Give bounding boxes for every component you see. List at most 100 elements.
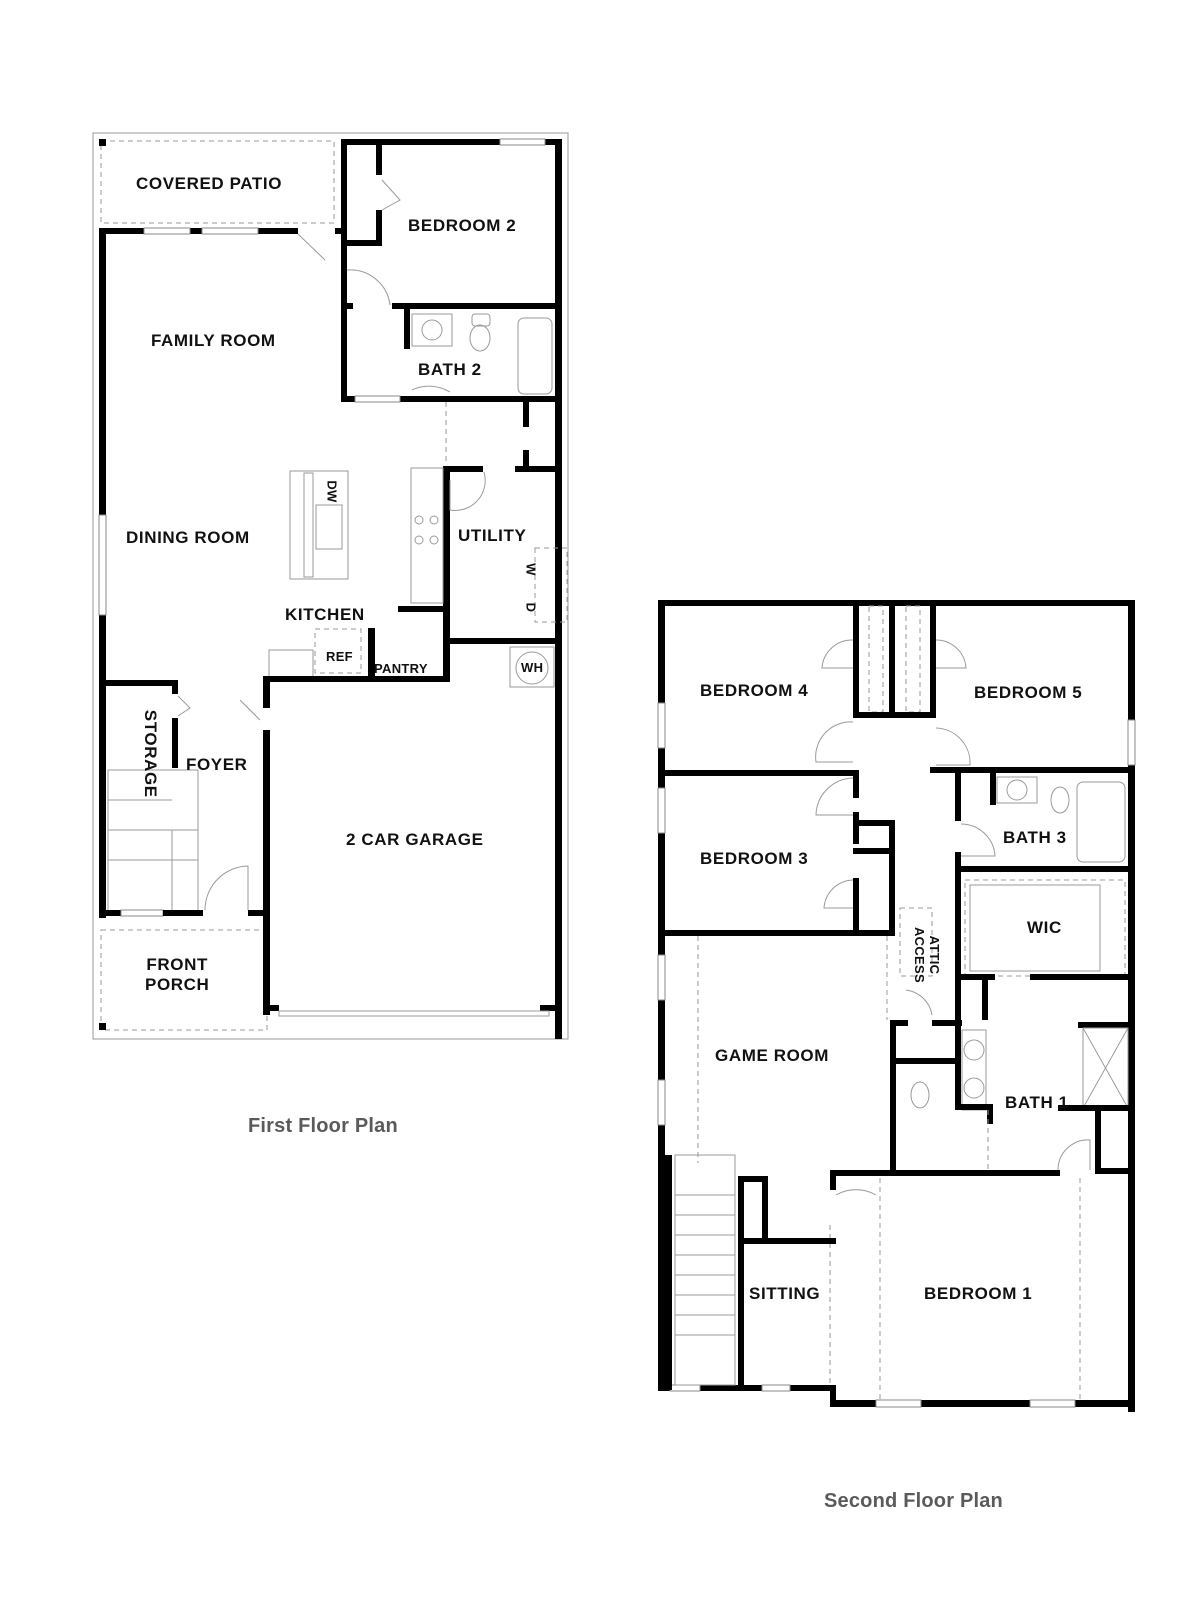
shower-x [1082,1027,1129,1109]
closet-wall [376,139,382,175]
bath2-toilet [469,324,491,352]
room-label-bedroom-5: BEDROOM 5 [974,683,1083,702]
door-swing [815,777,854,816]
bedroom2-west-wall [341,139,347,402]
first-floor-envelope [92,132,569,1040]
toilet [910,1081,930,1109]
water-heater-platform [509,646,555,688]
utility-south-wall [443,638,562,644]
bedroom3-east-wall-a [853,770,859,798]
room-label-bedroom-1: BEDROOM 1 [924,1284,1033,1303]
window [143,227,191,235]
fixture-dishwasher: DW [324,480,340,503]
utility-west-wall [443,468,450,643]
cooktop-burner [429,535,439,545]
north-wall [658,600,1135,606]
room-label-front-porch: FRONT PORCH [145,955,209,994]
garage-jamb-left [263,1005,279,1011]
door-swing [935,639,967,669]
east-wall [1128,600,1135,1412]
door-swing [381,179,401,211]
family-north-wall-c [258,228,298,234]
room-label-bedroom-2: BEDROOM 2 [408,216,517,235]
bath3-south-wall [955,866,1135,872]
bedroom4-south-wall [658,770,858,776]
foyer-south-wall-a [99,910,121,916]
bedroom1-north-wall-a [890,1170,1060,1176]
room-label-game-room: GAME ROOM [715,1046,830,1065]
room-label-bedroom-3: BEDROOM 3 [700,849,809,868]
patio-door [297,233,326,261]
garage-jamb-right [540,1005,562,1011]
bath3-west-wall-b [955,852,961,872]
garage-north-wall-a [263,676,371,682]
storage-east-wall-b [172,718,178,768]
storage-north-wall [99,680,174,686]
linen-closet-wall [1095,1105,1101,1173]
wic-west-wall [955,872,961,980]
south-wall-b [830,1400,1135,1407]
closet-shelf [868,605,884,713]
bedroom2-north-wall [341,139,562,145]
front-door-swing [204,865,249,911]
bath1-wall [987,1104,993,1124]
closet-north-wall [853,820,895,826]
room-label-2-car-garage: 2 CAR GARAGE [346,830,484,849]
closet-east-wall [762,1176,768,1242]
hall-toilet-west-wall [890,1020,896,1175]
window [499,138,546,146]
storage-east-wall-a [172,680,178,694]
sitting-west-wall [738,1176,744,1390]
cooktop-burner [414,515,424,525]
garage-door [278,1010,550,1017]
dining-window [98,514,107,616]
room-label-kitchen: KITCHEN [285,605,365,624]
window [201,227,259,235]
bath3-vanity [996,776,1038,804]
door-swing [835,1189,877,1196]
closet-wall [523,450,529,470]
south-wall-a [658,1385,836,1391]
bedroom5-west-wall [930,606,936,718]
south-wall-step [830,1385,836,1405]
bath3-tub [1076,781,1126,863]
garage-north-stub [443,640,450,682]
kitchen-counter [410,467,444,604]
door-swing [1057,1139,1091,1171]
cooktop-burner [429,515,439,525]
window [875,1399,922,1408]
room-label-utility: UTILITY [458,526,527,545]
bath2-vanity [411,313,453,347]
closet-divider [889,606,895,718]
bath3-toilet [1050,786,1070,814]
first-floor-title: First Floor Plan [248,1115,398,1137]
room-label-covered-patio: COVERED PATIO [136,174,283,193]
bath1-sink [963,1077,985,1099]
island-sink [315,504,343,550]
wall-stub [890,1020,908,1026]
closet-east-wall [889,820,895,936]
window [1029,1399,1076,1408]
utility-north-wall-b [515,466,562,472]
refrigerator-space [314,628,362,674]
wic-south-wall-b [1030,974,1135,980]
toilet-room-north-wall [890,1058,956,1064]
utility-north-wall-a [443,466,483,472]
bedroom5-south-wall [930,767,1135,773]
bath2-west-wall [404,309,410,349]
porch-post [99,1023,106,1030]
bath2-toilet-tank [471,313,491,327]
room-label-foyer: FOYER [186,755,248,774]
door-swing [346,269,391,306]
shower-north-wall [1078,1022,1135,1028]
window [657,954,666,1001]
cooktop-burner [414,535,424,545]
stairs [674,1154,736,1386]
patio-post [99,139,106,146]
garage-west-wall-a [263,676,270,708]
vanity-return [955,1104,993,1110]
room-label-pantry: PANTRY [374,661,428,676]
closet-wall [376,210,382,246]
bath1-vanity-wall [955,980,961,1110]
